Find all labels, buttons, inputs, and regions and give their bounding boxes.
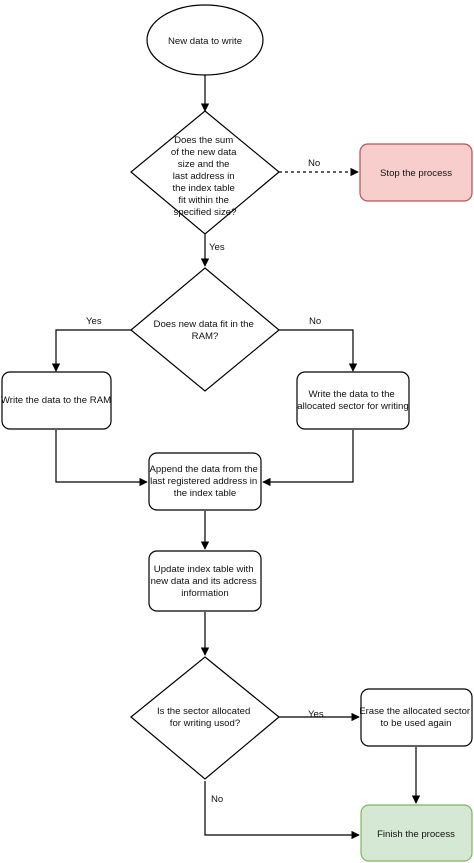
edge-ram-yes-to-write-ram [51,329,131,372]
start-node: New data to write [146,4,264,76]
stop-process-box: Stop the process [359,143,473,202]
erase-sector-text: Erase the allocated sector to be used ag… [359,706,473,729]
stop-process-text: Stop the process [380,168,452,179]
finish-process-text: Finish the process [377,829,455,840]
write-sector-text: Write the data to the allocated sector f… [297,389,408,412]
start-node-text: New data to write [168,36,242,47]
update-index-box: Update index table with new data and its… [148,550,262,612]
edge-label-sector-no: No [211,794,223,805]
edge-write-ram-to-append [55,430,148,487]
edge-label-ram-no: No [309,316,321,327]
write-sector-box: Write the data to the allocated sector f… [296,371,410,430]
erase-sector-box: Erase the allocated sector to be used ag… [359,688,473,747]
edge-sector-no-to-finish [204,781,360,840]
size-check-decision: Does the sum of the new data size and th… [130,110,280,235]
edge-label-size-no: No [308,158,320,169]
append-data-text: Append the data from the last registered… [150,464,261,499]
edge-label-ram-yes: Yes [86,316,102,327]
update-index-text: Update index table with new data and its… [151,564,260,599]
sector-check-text: Is the sector allocated for writing usod… [157,706,253,729]
ram-check-decision: Does new data fit in the RAM? [130,267,280,392]
edges: No Yes Yes No Yes No [51,75,421,840]
write-ram-box: Write the data to the RAM [1,371,112,430]
finish-process-box: Finish the process [360,804,473,862]
edge-ram-no-to-write-sector [279,329,358,372]
write-ram-text: Write the data to the RAM [1,395,111,406]
edge-label-size-yes: Yes [209,242,225,253]
sector-check-decision: Is the sector allocated for writing usod… [130,656,280,780]
append-data-box: Append the data from the last registered… [148,452,262,511]
edge-write-sector-to-append [262,430,354,487]
edge-label-sector-yes: Yes [308,709,324,720]
ram-check-text: Does new data fit in the RAM? [154,319,257,342]
size-check-text: Does the sum of the new data size and th… [171,135,239,218]
nodes: New data to write Does the sum of the ne… [1,4,473,862]
